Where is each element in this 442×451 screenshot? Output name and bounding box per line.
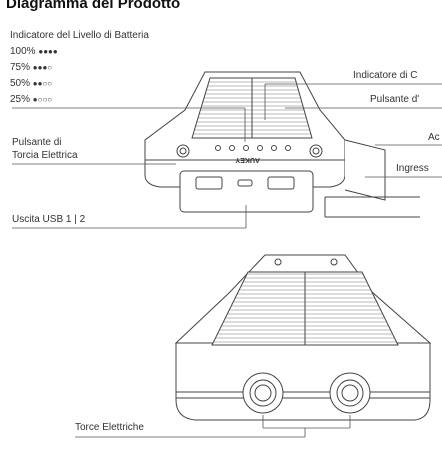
page-title: Diagramma del Prodotto	[6, 0, 181, 12]
torch-button-label-line1: Pulsante di	[12, 137, 62, 148]
battery-percent: 100%	[10, 46, 36, 57]
battery-percent: 75%	[10, 62, 31, 73]
power-button-label: Pulsante d'	[370, 94, 420, 105]
ac-label: Ac	[428, 132, 440, 143]
power-bank-front-view	[174, 254, 432, 421]
torch-button-label-line2: Torcia Elettrica	[12, 150, 78, 161]
charge-indicator-label: Indicatore di C	[353, 70, 418, 81]
usb-output-label: Uscita USB 1 | 2	[12, 214, 86, 225]
battery-percent: 50%	[10, 78, 31, 89]
input-port-label: Ingress	[396, 163, 429, 174]
battery-legend-row: 25% ●○○○	[10, 94, 52, 105]
battery-percent: 25%	[10, 94, 31, 105]
battery-dots: ●○○○	[32, 95, 53, 104]
battery-dots: ●●●●	[38, 47, 58, 56]
power-bank-top-view	[144, 71, 420, 218]
battery-legend-heading: Indicatore del Livello di Batteria	[10, 30, 149, 41]
battery-dots: ●●○○	[32, 79, 53, 88]
battery-dots: ●●●○	[32, 63, 53, 72]
torches-label: Torce Elettriche	[75, 422, 144, 433]
battery-legend-row: 100% ●●●●	[10, 46, 58, 57]
battery-legend-row: 50% ●●○○	[10, 78, 52, 89]
brand-logo: AUKEY	[235, 156, 260, 163]
battery-legend-row: 75% ●●●○	[10, 62, 52, 73]
